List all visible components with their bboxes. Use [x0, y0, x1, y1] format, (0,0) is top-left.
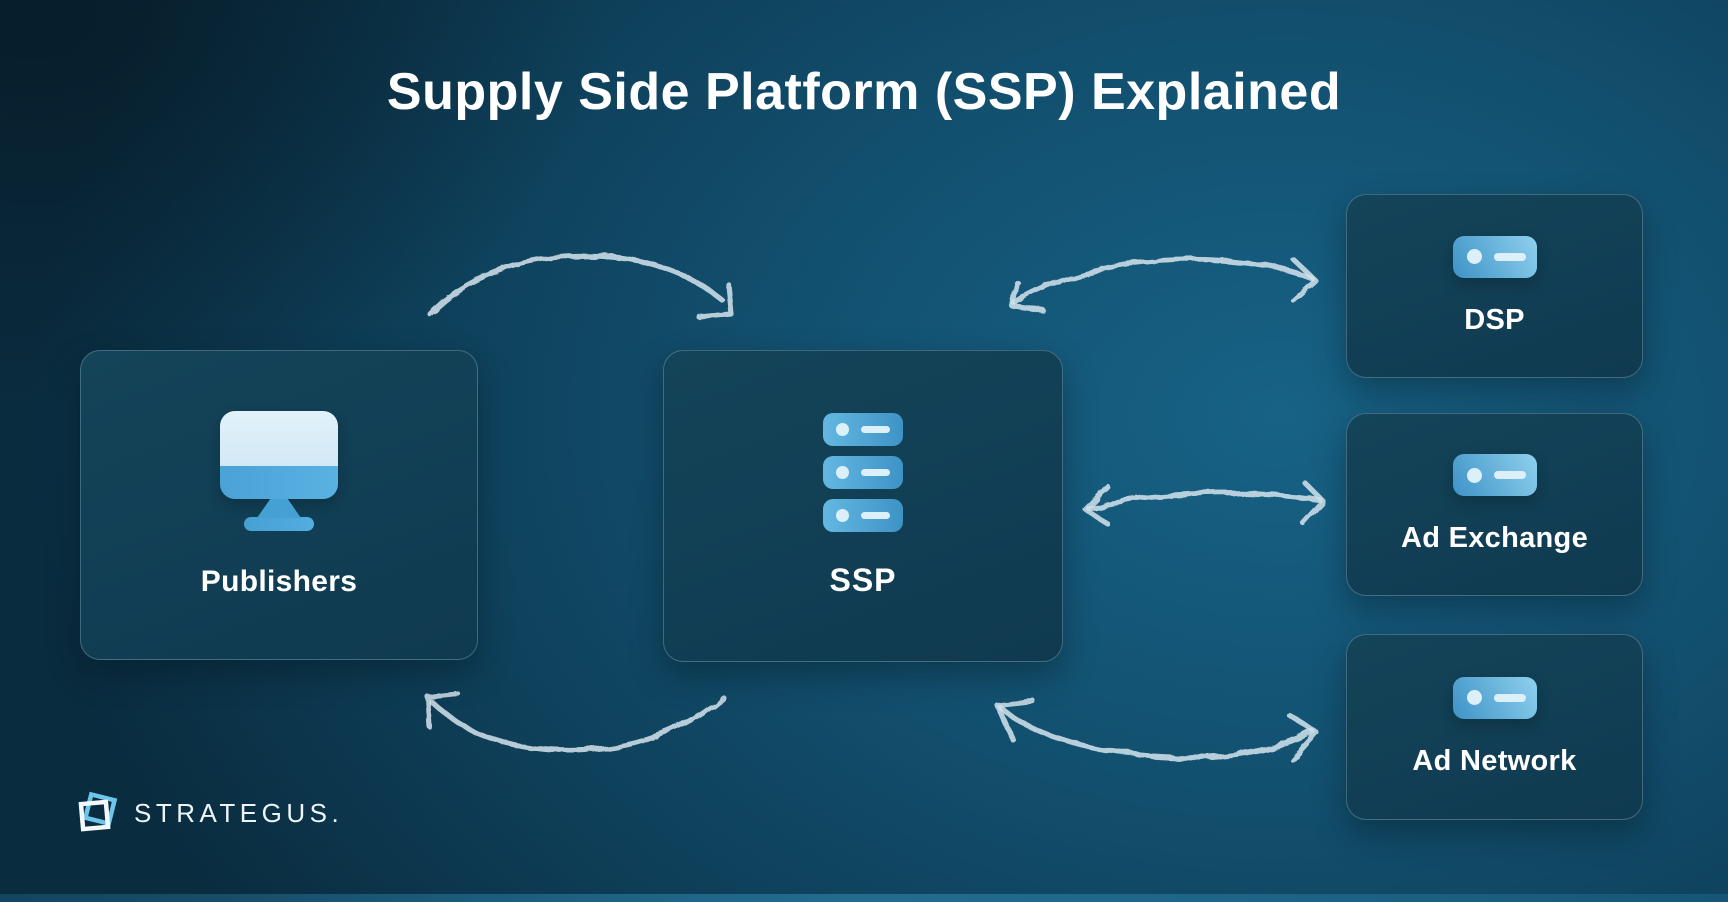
- strategus-logo-text: STRATEGUS.: [134, 797, 344, 828]
- server-icon: [1452, 235, 1537, 278]
- strategus-logo: STRATEGUS.: [75, 790, 343, 836]
- strategus-logo-icon: [78, 791, 118, 832]
- ad-exchange-label: Ad Exchange: [1400, 522, 1588, 554]
- bottom-accent-bar: [0, 894, 1728, 902]
- server-stack-icon: [823, 413, 903, 532]
- page-title: Supply Side Platform (SSP) Explained: [386, 63, 1342, 121]
- ad-network-label: Ad Network: [1412, 744, 1577, 777]
- publishers-label: Publishers: [200, 565, 358, 598]
- server-icon: [1452, 676, 1537, 719]
- arrow-publishers-to-ssp: [427, 253, 734, 320]
- arrow-ssp-dsp: [1009, 256, 1319, 314]
- dsp-label: DSP: [1464, 303, 1525, 336]
- node-ad-exchange: Ad Exchange: [1346, 413, 1643, 596]
- ssp-label: SSP: [829, 562, 897, 598]
- node-ad-network: Ad Network: [1346, 634, 1643, 820]
- arrow-ssp-to-publishers: [425, 691, 726, 754]
- arrow-ssp-ad-network: [994, 698, 1319, 762]
- monitor-icon: [220, 411, 338, 531]
- server-icon: [1452, 454, 1537, 496]
- node-dsp: DSP: [1346, 194, 1643, 378]
- node-publishers: Publishers: [80, 350, 478, 660]
- arrow-ssp-ad-exchange: [1082, 479, 1326, 527]
- node-ssp: SSP: [663, 350, 1063, 662]
